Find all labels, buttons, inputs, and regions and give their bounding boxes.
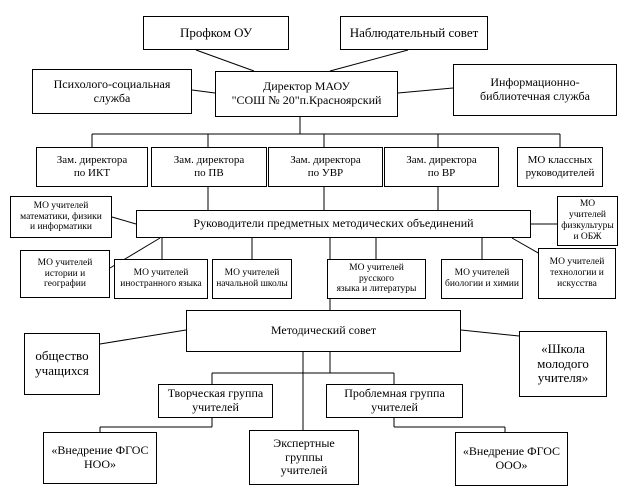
deputy-vr-box: Зам. директора по ВР [384,147,499,187]
methodical-council-box: Методический совет [186,310,461,352]
deputy-ikt-box: Зам. директора по ИКТ [36,147,148,187]
info-library-service-box: Информационно- библиотечная служба [453,64,617,116]
deputy-uvr-box: Зам. директора по УВР [268,147,383,187]
mo-primary-box: МО учителей начальной школы [212,259,292,299]
mo-russian-box: МО учителей русского языка и литературы [327,259,426,299]
trade-union-box: Профком ОУ [143,16,289,50]
mo-class-leaders-box: МО классных руководителей [517,147,603,187]
mo-pe-box: МО учителей физкультуры и ОБЖ [557,196,618,246]
expert-groups-box: Экспертные группы учителей [249,430,359,485]
fgos-noo-box: «Внедрение ФГОС НОО» [43,432,157,484]
director-box: Директор МАОУ "СОШ № 20"п.Красноярский [215,71,398,117]
mo-biology-box: МО учителей биологии и химии [441,259,523,299]
fgos-ooo-box: «Внедрение ФГОС ООО» [455,432,568,486]
student-society-box: общество учащихся [24,333,100,395]
deputy-pv-box: Зам. директора по ПВ [151,147,267,187]
mo-history-box: МО учителей истории и географии [20,250,110,298]
mo-technology-box: МО учителей технологии и искусства [538,248,616,299]
mo-foreign-box: МО учителей иностранного языка [114,259,208,299]
creative-group-box: Творческая группа учителей [158,384,273,418]
mo-math-box: МО учителей математики, физики и информа… [10,196,112,238]
problem-group-box: Проблемная группа учителей [326,384,463,418]
heads-methodical-box: Руководители предметных методических объ… [136,210,531,238]
supervisory-board-box: Наблюдательный совет [340,16,488,50]
young-teacher-school-box: «Школа молодого учителя» [519,331,607,397]
psych-social-service-box: Психолого-социальная служба [32,69,192,114]
